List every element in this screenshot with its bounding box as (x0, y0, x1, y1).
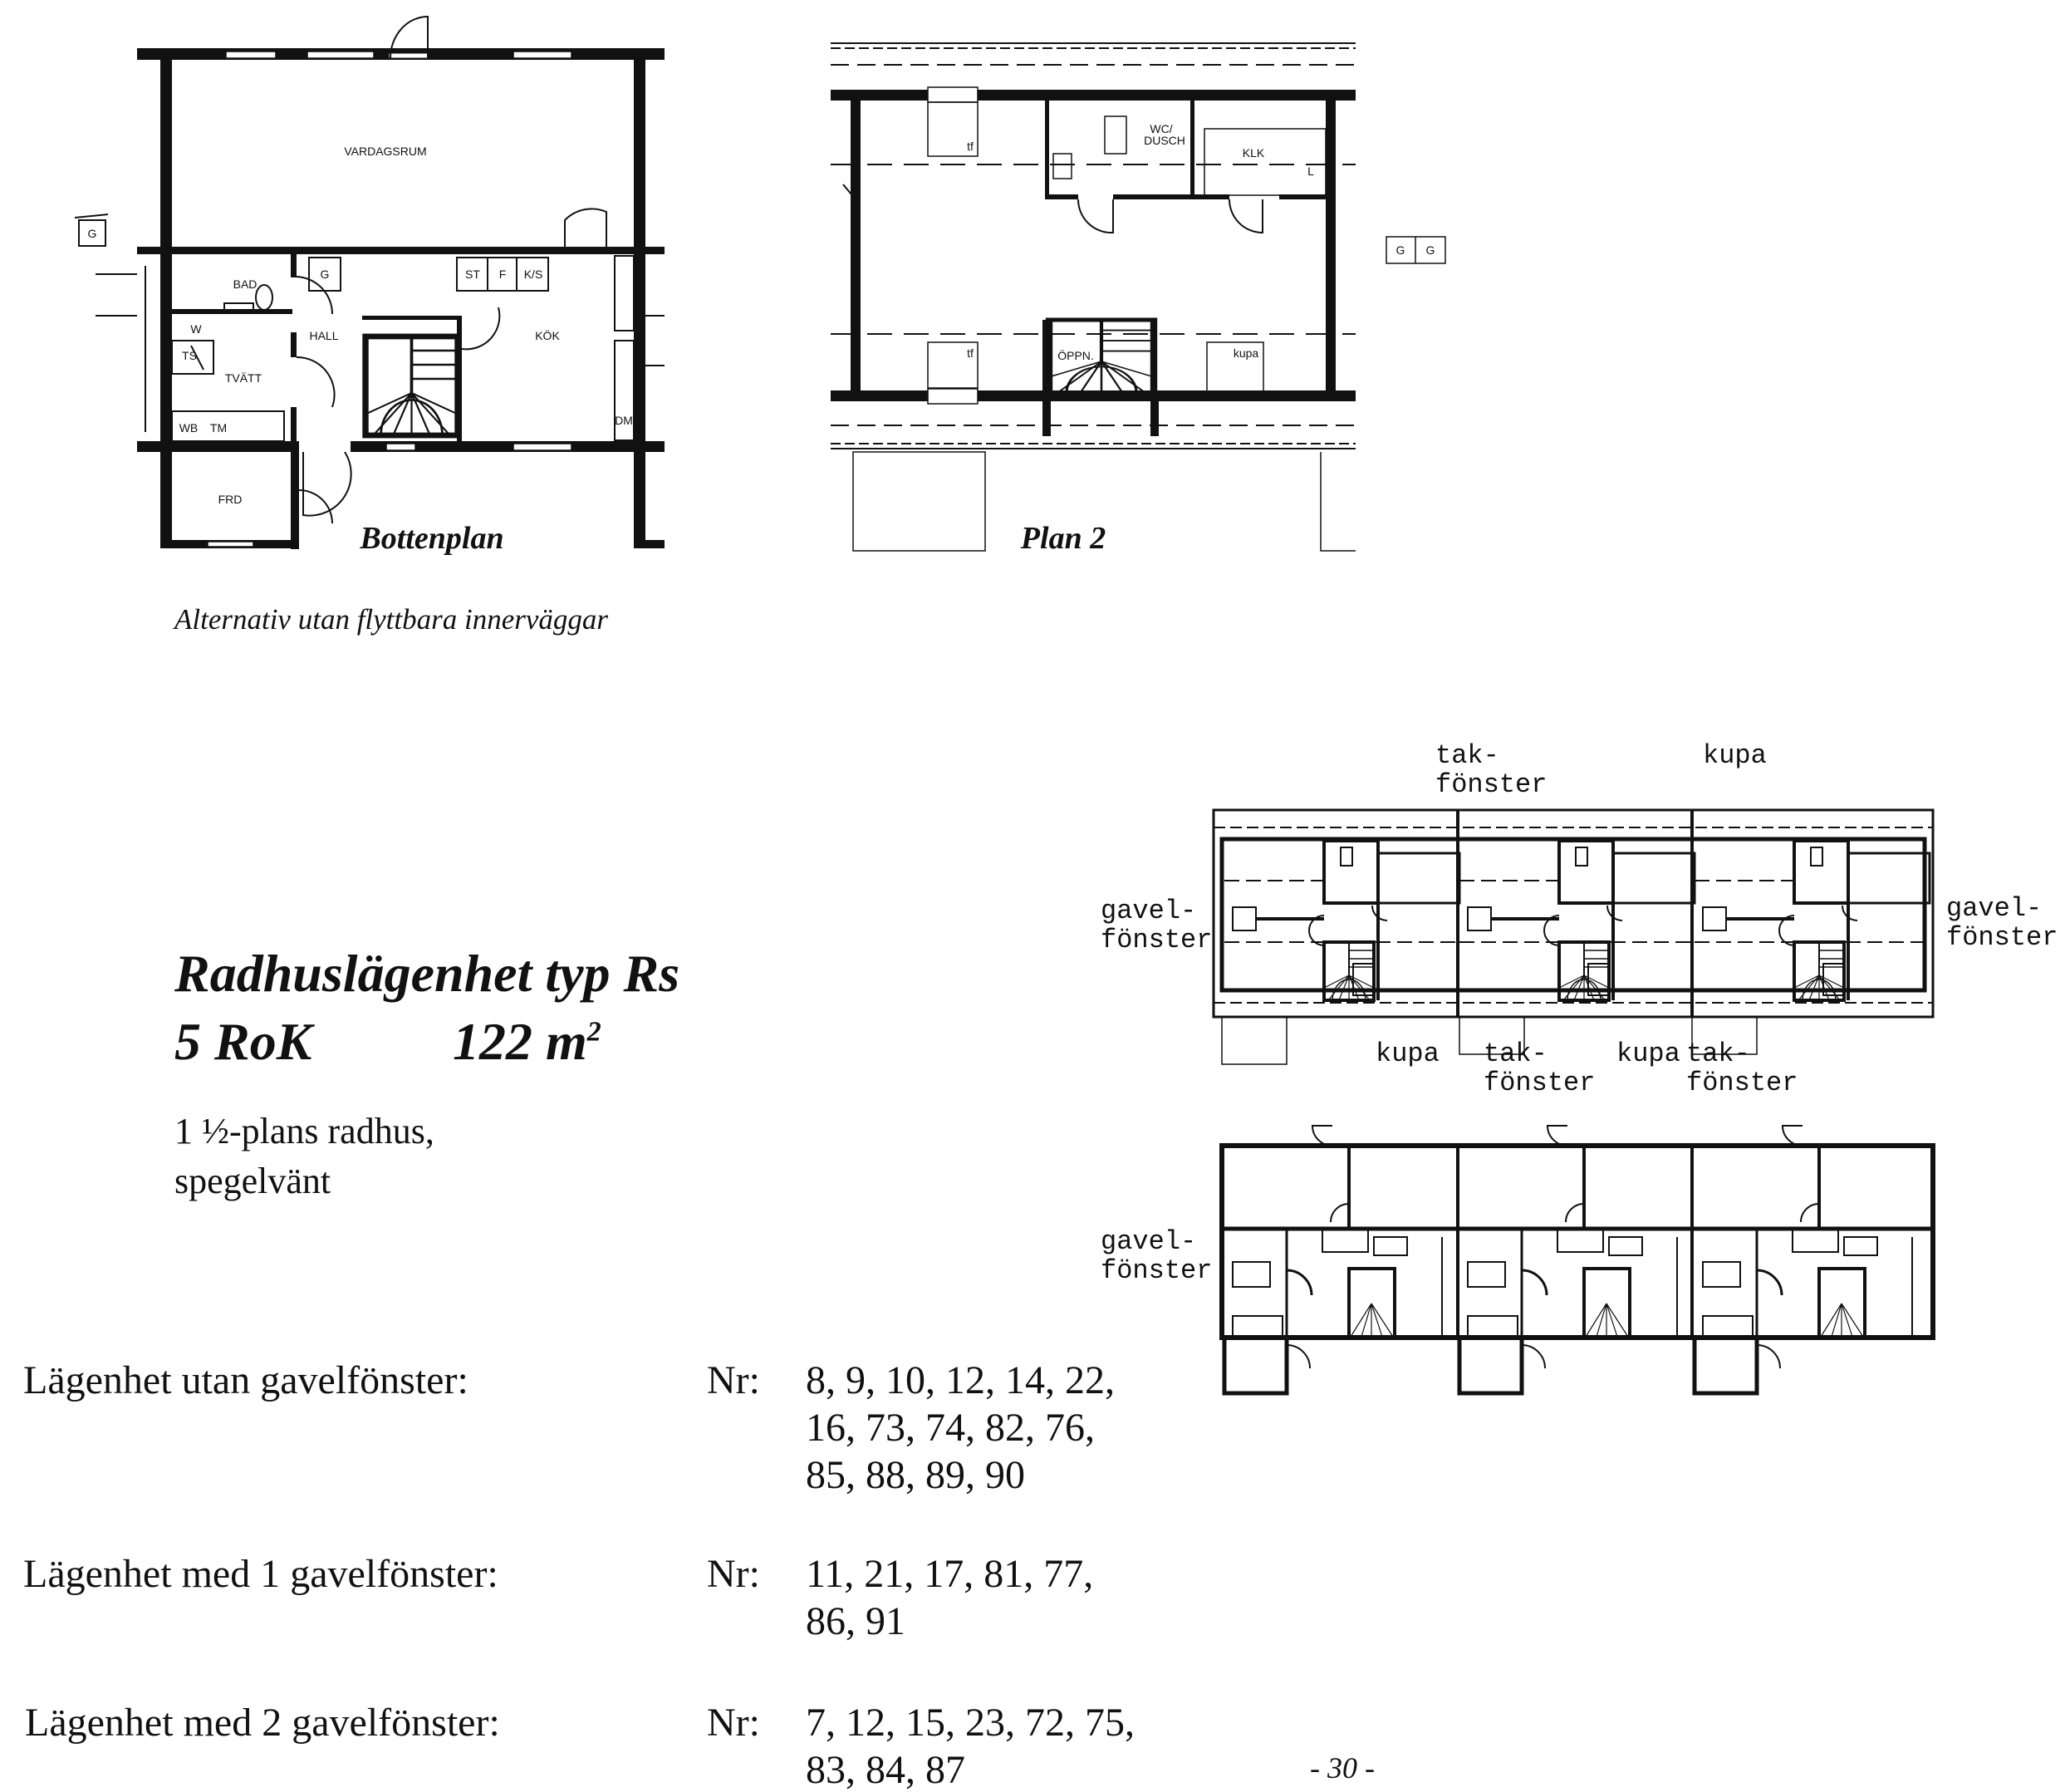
area: 122 m2 (453, 1015, 601, 1068)
list-label: Lägenhet med 1 gavelfönster: (23, 1552, 498, 1596)
g-box-label: G (1425, 243, 1435, 257)
list-numbers: 86, 91 (806, 1599, 905, 1643)
room-label-dusch: DUSCH (1144, 134, 1185, 147)
room-label-vardagsrum: VARDAGSRUM (344, 145, 427, 158)
label-line: tak- (1686, 1038, 1750, 1069)
label-gavelfonster-lower: gavel-fönster (1101, 1226, 1213, 1286)
g-box-label: G (1395, 243, 1405, 257)
fixture-label-ks: K/S (523, 268, 543, 281)
list-label: Lägenhet utan gavelfönster: (23, 1358, 468, 1402)
fixture-label-st: ST (465, 268, 480, 281)
fixture-label-w: W (190, 322, 202, 336)
list-numbers: 8, 9, 10, 12, 14, 22, (806, 1358, 1115, 1402)
area-value: 122 m (453, 1012, 587, 1071)
label-line: fönster (1101, 924, 1213, 955)
bottenplan-drawing (137, 48, 665, 549)
room-label-tf-lower: tf (967, 346, 974, 360)
fixture-label-l: L (1307, 164, 1314, 178)
room-label-hall: HALL (309, 329, 339, 342)
room-label-wc: WC/ (1150, 122, 1173, 135)
list-label: Lägenhet med 2 gavelfönster: (25, 1701, 500, 1745)
list-numbers: 16, 73, 74, 82, 76, (806, 1406, 1095, 1450)
label-kupa-bottom-1: kupa (1376, 1038, 1440, 1069)
fixture-label-ts: TS (182, 349, 197, 362)
row-plan-upper (1212, 808, 1935, 1065)
plan-2-drawing (831, 42, 1446, 552)
room-label-tvatt: TVÄTT (224, 371, 262, 385)
nr-label: Nr: (707, 1552, 760, 1596)
label-takfonster-bottom-2: tak-fönster (1686, 1038, 1798, 1098)
label-line: fönster (1435, 768, 1548, 800)
room-label-bad: BAD (233, 277, 258, 291)
nr-label: Nr: (707, 1358, 760, 1402)
list-numbers: 85, 88, 89, 90 (806, 1453, 1025, 1497)
list-numbers: 7, 12, 15, 23, 72, 75, (806, 1701, 1135, 1745)
label-line: gavel- (1101, 896, 1197, 926)
alternative-caption: Alternativ utan flyttbara innerväggar (174, 603, 609, 636)
room-label-klk: KLK (1242, 146, 1265, 160)
label-kupa-bottom-2: kupa (1616, 1038, 1680, 1069)
label-kupa-top: kupa (1703, 740, 1767, 771)
fixture-label-tm: TM (209, 421, 228, 434)
bottenplan-caption: Bottenplan (360, 521, 504, 556)
description-line: 1 ½-plans radhus, (174, 1111, 434, 1151)
page-title: Radhuslägenhet typ Rs (174, 944, 680, 1003)
plan-2-caption: Plan 2 (1020, 521, 1106, 556)
room-label-frd: FRD (218, 493, 243, 506)
description-line: spegelvänt (174, 1161, 331, 1201)
label-takfonster-bottom-1: tak-fönster (1484, 1038, 1596, 1098)
row-plan-lower (1219, 1126, 1935, 1393)
label-line: fönster (1484, 1067, 1596, 1098)
room-label-oppn: ÖPPN. (1057, 349, 1094, 362)
label-gavelfonster-left: gavel-fönster (1101, 896, 1213, 955)
label-line: fönster (1946, 921, 2058, 953)
label-line: fönster (1686, 1067, 1798, 1098)
label-line: gavel- (1946, 893, 2043, 924)
list-numbers: 83, 84, 87 (806, 1748, 965, 1792)
room-label-kupa: kupa (1233, 346, 1259, 360)
label-line: tak- (1484, 1038, 1548, 1069)
list-numbers: 11, 21, 17, 81, 77, (806, 1552, 1094, 1596)
fixture-label-f: F (498, 268, 507, 281)
fixture-label-dm: DM (615, 414, 633, 427)
fixture-label-wb: WB (179, 421, 199, 434)
label-takfonster-top: tak-fönster (1435, 740, 1548, 800)
area-superscript: 2 (586, 1016, 601, 1048)
label-line: fönster (1101, 1254, 1213, 1286)
page-number: - 30 - (1310, 1751, 1375, 1785)
label-line: tak- (1435, 740, 1499, 771)
label-line: gavel- (1101, 1226, 1197, 1257)
room-label-kok: KÖK (535, 329, 560, 342)
fixture-label-g: G (320, 268, 330, 281)
fixture-label-g-outside: G (87, 227, 97, 240)
nr-label: Nr: (707, 1701, 760, 1745)
room-label-tf-upper: tf (967, 140, 974, 153)
label-gavelfonster-right: gavel-fönster (1946, 893, 2058, 953)
room-count: 5 RoK (174, 1012, 312, 1071)
